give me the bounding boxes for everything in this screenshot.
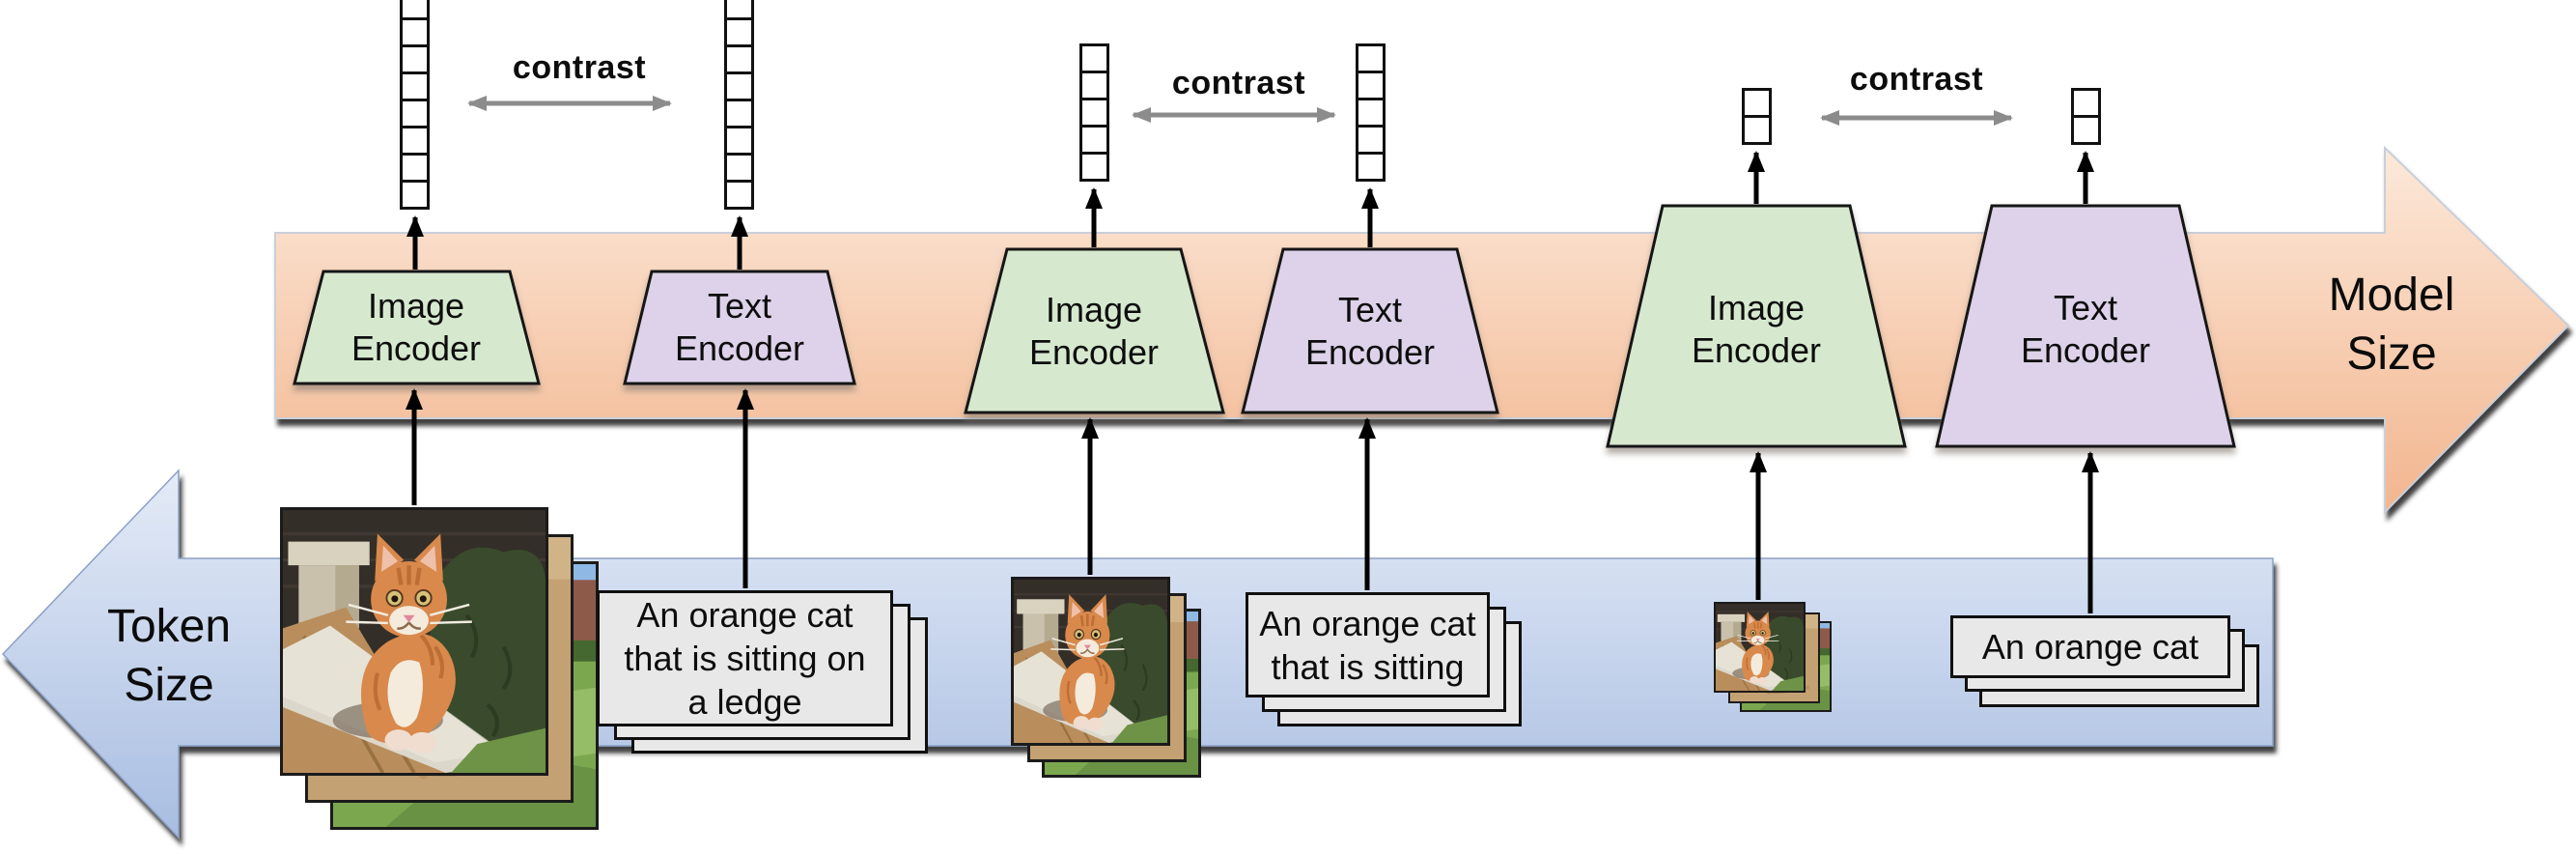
token-cell bbox=[724, 99, 754, 128]
token-cell bbox=[1356, 98, 1386, 128]
image-encoder-label: Image Encoder bbox=[350, 286, 482, 368]
token-cell bbox=[724, 153, 754, 183]
text-token-stack bbox=[1356, 43, 1386, 182]
image-token-stack bbox=[400, 0, 430, 210]
token-cell bbox=[400, 153, 430, 183]
token-cell bbox=[724, 180, 754, 210]
token-cell bbox=[1079, 152, 1109, 182]
token-cell bbox=[400, 180, 430, 210]
cat-photo bbox=[280, 507, 548, 776]
contrast-label: contrast bbox=[1849, 61, 1984, 98]
cat-photo bbox=[1714, 602, 1806, 693]
token-cell bbox=[724, 126, 754, 156]
text-token-stack bbox=[2071, 88, 2101, 145]
token-cell bbox=[724, 44, 754, 74]
caption-card: An orange cat that is sitting bbox=[1246, 592, 1490, 697]
token-cell bbox=[724, 71, 754, 101]
token-cell bbox=[400, 17, 430, 47]
token-cell bbox=[1742, 115, 1772, 145]
text-encoder-label: Text Encoder bbox=[2020, 288, 2151, 370]
model-size-axis-label: Model Size bbox=[2328, 270, 2455, 380]
contrast-label: contrast bbox=[512, 49, 647, 86]
token-cell bbox=[1356, 125, 1386, 155]
image-encoder-label: Image Encoder bbox=[1028, 290, 1160, 372]
token-cell bbox=[1079, 125, 1109, 155]
token-cell bbox=[724, 17, 754, 47]
caption-card: An orange cat that is sitting on a ledge bbox=[597, 590, 893, 726]
token-cell bbox=[1079, 98, 1109, 128]
token-cell bbox=[400, 99, 430, 128]
image-token-stack bbox=[1742, 88, 1772, 145]
caption-card: An orange cat bbox=[1950, 615, 2230, 678]
token-cell bbox=[2071, 115, 2101, 145]
token-cell bbox=[2071, 88, 2101, 118]
text-encoder-label: Text Encoder bbox=[674, 286, 805, 368]
contrast-label: contrast bbox=[1171, 65, 1306, 101]
cat-photo bbox=[1011, 577, 1170, 746]
token-cell bbox=[1742, 88, 1772, 118]
image-token-stack bbox=[1079, 43, 1109, 182]
token-cell bbox=[400, 71, 430, 101]
token-cell bbox=[1356, 152, 1386, 182]
token-cell bbox=[400, 126, 430, 156]
text-token-stack bbox=[724, 0, 754, 210]
image-encoder-label: Image Encoder bbox=[1691, 288, 1822, 370]
text-encoder-label: Text Encoder bbox=[1304, 290, 1436, 372]
token-cell bbox=[400, 44, 430, 74]
token-size-axis-label: Token Size bbox=[106, 601, 232, 711]
